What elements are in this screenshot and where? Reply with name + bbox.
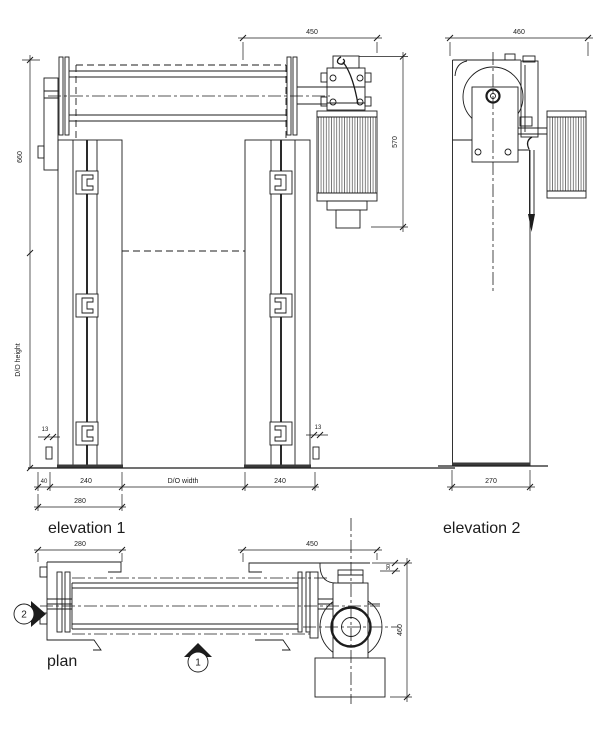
dim-460-plan: 460: [390, 558, 412, 702]
elevation2-view: 460 270 elevation 2: [438, 29, 593, 537]
dim-570: 570: [359, 52, 408, 232]
motor-unit-elevation1: [297, 55, 378, 229]
dim-660-label: 660: [17, 151, 24, 163]
shaft-lines-left: [47, 598, 72, 610]
plan-left-plate: [39, 561, 122, 651]
bolt-hole: [504, 148, 512, 156]
plan-barrel: [71, 571, 311, 633]
dim-270: 270: [447, 470, 535, 491]
elevation2-label: elevation 2: [443, 520, 520, 537]
guide-clip: [75, 293, 99, 318]
motor-plate-cap: [522, 55, 536, 63]
dim-450-plan-label: 450: [306, 541, 318, 548]
dim-do-height-label: D/O height: [15, 343, 22, 377]
plan-motor-assembly: [248, 562, 386, 698]
dim-40-label: 40: [41, 479, 48, 485]
guide-column-right: [244, 139, 311, 469]
dim-do-width-label: D/O width: [168, 478, 199, 485]
dim-30-label: 30: [386, 564, 392, 570]
motor-gear-end: [314, 657, 386, 698]
chain-hook: [526, 136, 533, 150]
dim-460-elevation2: 460: [445, 29, 593, 56]
dim-460-plan-label: 460: [397, 624, 404, 636]
section-arrow-right: [31, 601, 46, 627]
chain-tip: [528, 214, 535, 232]
wall-bracket-left: [37, 77, 59, 171]
plate-top-hook: [47, 561, 122, 573]
guide-column-left: [57, 139, 123, 469]
hand-chain: [336, 56, 359, 105]
plan-centerlines: [40, 518, 399, 704]
dim-660-do-height: 660 D/O height: [15, 55, 40, 472]
ground-line-elevation2: [438, 462, 548, 467]
motor-end-step: [326, 200, 368, 211]
dim-30-plan: 30: [372, 559, 412, 575]
elevation1-label: elevation 1: [48, 520, 125, 537]
section-1-number: 1: [195, 658, 201, 669]
dim-450-plan: 450: [238, 541, 382, 562]
gearbox-body: [326, 67, 366, 111]
section-marker-1: 1: [184, 643, 212, 673]
dim-450-label: 450: [306, 29, 318, 36]
dim-570-label: 570: [392, 136, 399, 148]
guide-clip: [75, 421, 99, 446]
plate-bottom-hook: [86, 639, 102, 651]
motor-unit-elevation2: [518, 110, 587, 232]
guide-clip: [269, 293, 293, 318]
dim-240-right-label: 240: [274, 478, 286, 485]
plan-view: 280 450 30 460 2 1 plan: [13, 518, 412, 704]
guide-clip: [269, 421, 293, 446]
section-marker-2: 2: [13, 601, 46, 627]
roll-extent-lines: [72, 577, 330, 635]
motor-mount-plate: [520, 60, 539, 138]
fixing-tab-right: 13: [306, 425, 328, 460]
ground-line-elevation1: [28, 464, 455, 469]
guide-clip: [75, 170, 99, 195]
dim-13-right-label: 13: [315, 425, 322, 431]
endplate-bar: [56, 571, 63, 633]
endplate-bar: [297, 571, 303, 633]
motor-body-side: [546, 110, 587, 199]
plate-bottom-hook-right: [255, 639, 291, 651]
dim-270-label: 270: [485, 478, 497, 485]
curtain-roll-dashed-outline: [75, 64, 287, 252]
dim-280-plan: 280: [34, 541, 126, 562]
dim-13-left-label: 13: [42, 427, 49, 433]
section-2-number: 2: [21, 610, 27, 621]
plate-top-hook-right: [248, 562, 370, 573]
dim-240-left-label: 240: [80, 478, 92, 485]
dim-450-elevation1: 450: [238, 29, 382, 60]
motor-bracket-plate: [309, 571, 319, 639]
chain-drop: [529, 150, 535, 214]
end-bracket: [452, 53, 539, 466]
dim-460-top-label: 460: [513, 29, 525, 36]
dim-bottom-row: 40 240 D/O width 240 280: [34, 472, 319, 511]
dim-280-plan-label: 280: [74, 541, 86, 548]
endplate-bar: [305, 571, 311, 633]
drive-shaft: [297, 86, 327, 105]
guide-clip: [269, 170, 293, 195]
plan-label: plan: [47, 653, 77, 670]
dim-280-label: 280: [74, 498, 86, 505]
fixing-tab-left: 13: [38, 427, 60, 460]
column-elevation2: [452, 139, 531, 467]
motor-arm: [518, 127, 547, 135]
bracket-fillet: [319, 563, 337, 584]
endplate-bar: [64, 571, 71, 633]
bolt-hole: [474, 148, 482, 156]
barrel: [58, 56, 298, 136]
elevation1-view: 13 13: [15, 29, 455, 537]
section-arrow-up: [184, 643, 212, 657]
